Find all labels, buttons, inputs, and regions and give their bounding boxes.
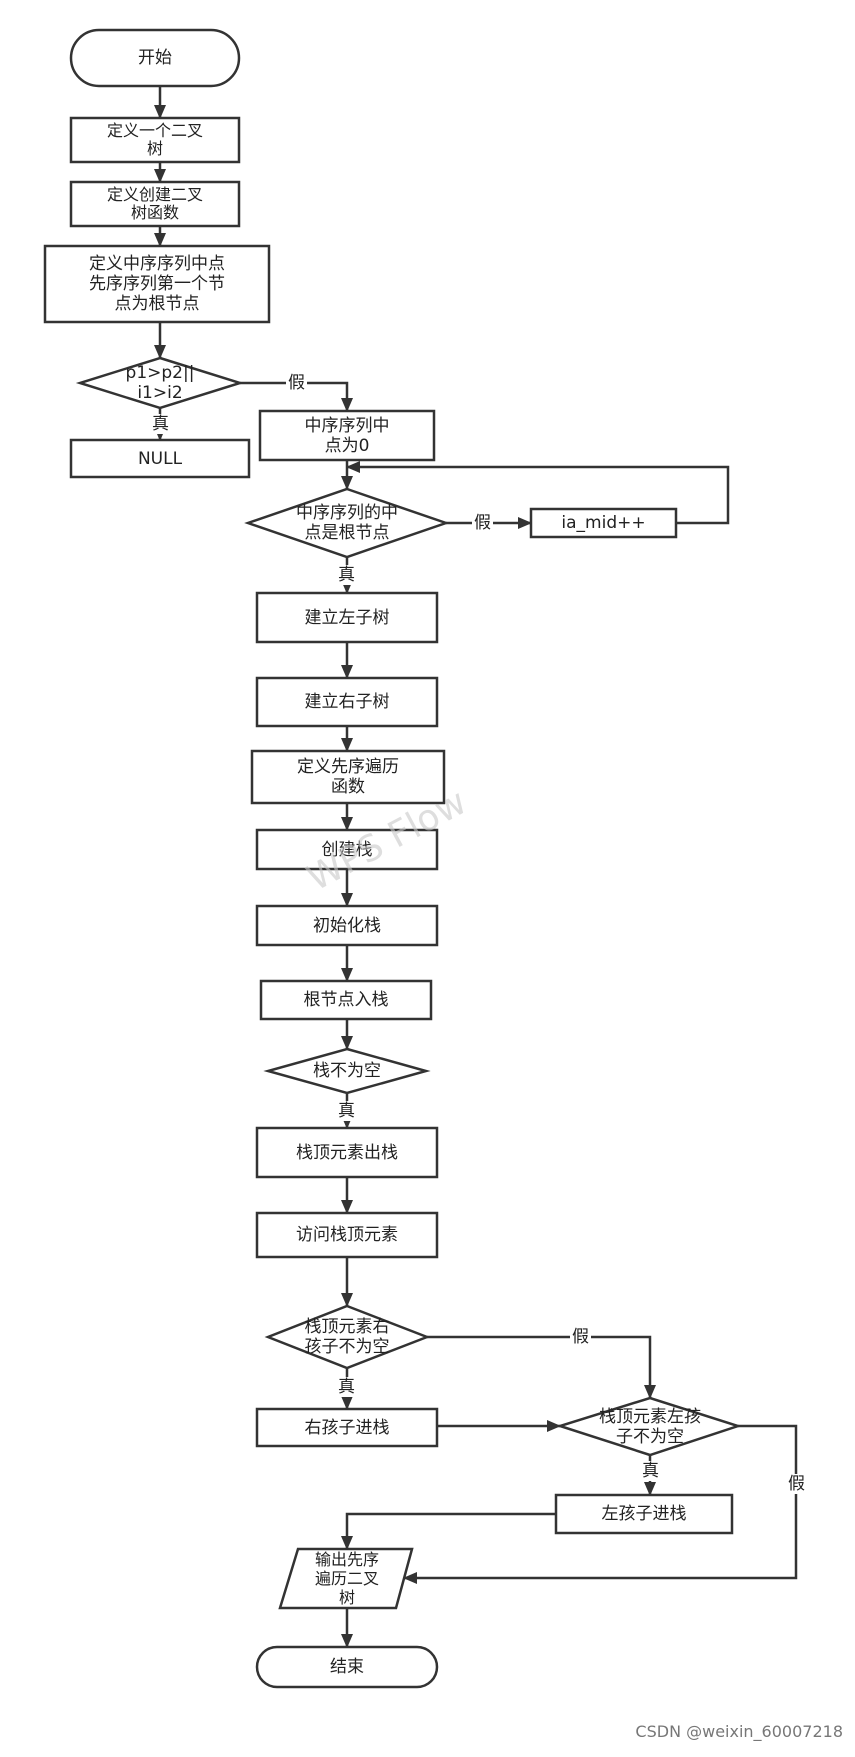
cond-mid-label: 中序序列的中 点是根节点 bbox=[296, 503, 398, 543]
define-pre-label: 定义先序遍历 函数 bbox=[297, 757, 399, 797]
create-stack-label: 创建栈 bbox=[321, 839, 373, 860]
output-label: 输出先序 遍历二叉 树 bbox=[314, 1550, 379, 1607]
edge-condright-condleft bbox=[427, 1335, 656, 1399]
edge-label-false: 假 bbox=[786, 1474, 807, 1494]
cond-right-label: 栈顶元素右 孩子不为空 bbox=[304, 1317, 390, 1357]
push-right-label: 右孩子进栈 bbox=[304, 1417, 390, 1438]
edge-label-false: 假 bbox=[570, 1327, 591, 1347]
edge-label-false: 假 bbox=[472, 513, 493, 533]
end-label: 结束 bbox=[330, 1657, 364, 1677]
build-right-box bbox=[255, 676, 439, 728]
ia-mid-label: ia_mid++ bbox=[561, 513, 646, 533]
define-tree-label: 定义一个二叉 树 bbox=[106, 121, 203, 158]
cond-stack-label: 栈不为空 bbox=[313, 1061, 381, 1081]
edge-iamid-loop bbox=[346, 461, 730, 525]
push-left-label: 左孩子进栈 bbox=[601, 1504, 687, 1524]
start-label: 开始 bbox=[138, 48, 172, 68]
pop-top-box bbox=[255, 1126, 439, 1179]
define-mid-box bbox=[43, 244, 271, 324]
init-stack-label: 初始化栈 bbox=[313, 915, 381, 936]
visit-top-label: 访问栈顶元素 bbox=[296, 1225, 398, 1245]
edge-label-true: 真 bbox=[336, 565, 357, 585]
build-left-label: 建立左子树 bbox=[304, 607, 390, 628]
edge-label-true: 真 bbox=[336, 1101, 357, 1121]
push-left-box bbox=[554, 1493, 734, 1535]
build-left-box bbox=[255, 591, 439, 644]
edge-label-true: 真 bbox=[150, 414, 171, 434]
mid-zero-box bbox=[258, 409, 436, 462]
push-right-box bbox=[255, 1407, 439, 1448]
pop-top-label: 栈顶元素出栈 bbox=[296, 1142, 398, 1163]
mid-zero-label: 中序序列中 点为0 bbox=[304, 415, 390, 456]
output-parallelogram bbox=[278, 1547, 414, 1610]
null-label: NULL bbox=[137, 448, 183, 469]
define-mid-label: 定义中序序列中点 先序序列第一个节 点为根节点 bbox=[89, 254, 225, 314]
define-tree-box bbox=[69, 116, 241, 164]
edge-label-false: 假 bbox=[286, 373, 307, 393]
edge-label-true: 真 bbox=[336, 1377, 357, 1397]
create-stack-box bbox=[255, 828, 439, 871]
define-create-label: 定义创建二叉 树函数 bbox=[106, 185, 203, 222]
cond-left-label: 栈顶元素左孩 子不为空 bbox=[599, 1406, 701, 1447]
edge-label-true: 真 bbox=[640, 1461, 661, 1481]
edge-pushleft-output bbox=[341, 1512, 556, 1550]
edge-condleft-output bbox=[403, 1424, 798, 1584]
push-root-label: 根节点入栈 bbox=[303, 990, 389, 1010]
null-box bbox=[69, 438, 251, 479]
credit-text: CSDN @weixin_60007218 bbox=[635, 1722, 843, 1741]
build-right-label: 建立右子树 bbox=[304, 692, 390, 712]
edge-condp-midzero bbox=[240, 381, 353, 412]
cond-p-label: p1>p2|| i1>i2 bbox=[125, 363, 195, 403]
start-terminal bbox=[69, 28, 241, 88]
